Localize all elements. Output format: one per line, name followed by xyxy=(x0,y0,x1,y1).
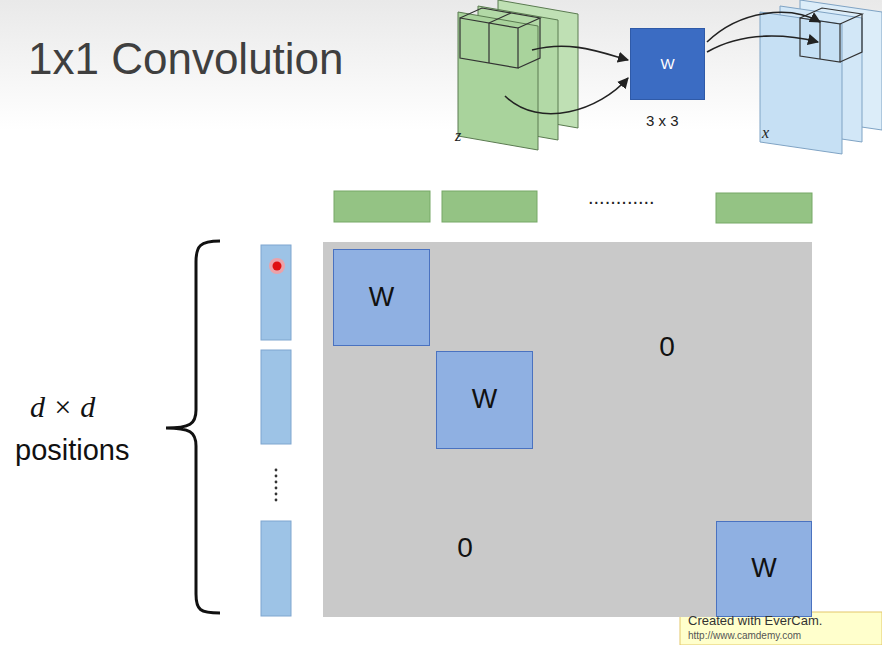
weight-block: W xyxy=(333,249,430,346)
flow-arrows xyxy=(505,12,820,113)
z-label: z xyxy=(455,127,461,145)
positions-label: positions xyxy=(15,434,129,467)
z-feature-stack xyxy=(458,0,578,150)
x-feature-stack xyxy=(760,0,882,154)
weight-block: W xyxy=(716,521,812,617)
vertical-ellipsis xyxy=(275,469,278,502)
watermark-text: Created with EverCam. xyxy=(688,614,822,629)
slide-header-band xyxy=(0,0,882,130)
watermark-box xyxy=(680,612,882,645)
zero-entry: 0 xyxy=(659,331,675,363)
pointer-glow xyxy=(269,258,285,274)
weight-label: W xyxy=(660,55,674,72)
input-vector-bars xyxy=(334,191,812,223)
position-vector-bars xyxy=(261,245,291,616)
curly-brace xyxy=(166,241,220,613)
slide-title: 1x1 Convolution xyxy=(28,34,344,85)
weight-label: W xyxy=(369,282,394,313)
watermark-url: http://www.camdemy.com xyxy=(688,630,801,642)
kernel-size-label: 3 x 3 xyxy=(646,112,679,129)
horizontal-ellipsis: ............ xyxy=(588,186,655,209)
weight-label: W xyxy=(472,384,497,415)
pointer-dot xyxy=(273,262,282,271)
zero-entry: 0 xyxy=(457,532,473,564)
dimension-label: d × d xyxy=(30,390,95,425)
block-diagonal-matrix: 00WWW xyxy=(323,242,812,617)
x-label: x xyxy=(762,124,769,142)
weight-label: W xyxy=(751,553,776,584)
weight-box: W xyxy=(630,28,705,100)
weight-block: W xyxy=(436,351,533,449)
